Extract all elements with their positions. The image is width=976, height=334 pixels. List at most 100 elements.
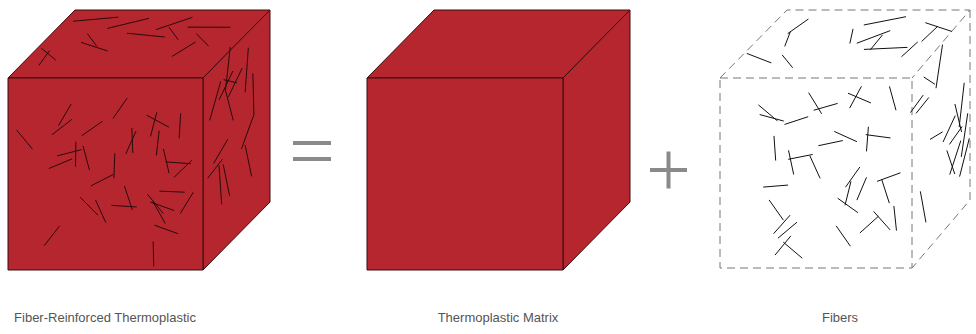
fiber	[224, 80, 238, 83]
fiber	[245, 48, 248, 92]
fiber	[159, 191, 184, 192]
fiber	[219, 165, 222, 204]
fiber	[219, 71, 233, 100]
fiber	[901, 42, 917, 57]
fiber	[226, 92, 233, 121]
fiber	[153, 241, 155, 266]
fiber	[75, 142, 76, 167]
fiber	[147, 194, 163, 213]
fiber	[809, 93, 822, 114]
fiber	[208, 159, 223, 178]
caption-label: Fibers	[822, 310, 858, 326]
caption-label: Thermoplastic Matrix	[438, 310, 559, 326]
fiber	[877, 173, 900, 182]
fiber	[150, 202, 174, 211]
fiber	[784, 117, 808, 125]
fiber	[874, 211, 891, 229]
fiber	[210, 81, 221, 120]
fiber-strokes	[747, 17, 970, 258]
fiber	[39, 51, 50, 66]
fiber	[783, 242, 802, 258]
fiber	[253, 73, 254, 114]
fiber	[156, 131, 159, 156]
fiber	[126, 131, 136, 154]
fiber	[91, 174, 114, 185]
fiber	[910, 95, 923, 112]
fiber	[850, 86, 862, 108]
fiber	[83, 146, 89, 170]
fiber	[760, 115, 784, 122]
fiber	[775, 236, 791, 255]
fiber	[179, 113, 181, 138]
fiber	[943, 116, 955, 142]
fiber	[864, 17, 906, 25]
fiber	[930, 132, 943, 140]
fiber	[916, 97, 929, 113]
fiber	[870, 35, 882, 50]
fiber	[763, 185, 788, 187]
fiber	[131, 128, 133, 153]
fiber	[860, 216, 878, 233]
fiber	[150, 112, 156, 136]
fiber	[838, 198, 858, 212]
fiber	[960, 138, 970, 176]
fiber	[889, 86, 896, 110]
fiber	[95, 200, 105, 223]
equals-sign	[293, 141, 331, 161]
fiber	[747, 53, 772, 62]
fiber	[223, 164, 229, 195]
fiber	[788, 154, 812, 159]
fiber	[156, 17, 193, 29]
fiber	[44, 226, 59, 246]
fiber	[172, 42, 196, 57]
fiber	[785, 32, 791, 47]
fiber	[789, 150, 794, 174]
matrix-cube	[367, 10, 630, 270]
fiber	[950, 141, 961, 175]
fiber-strokes	[16, 17, 254, 266]
fiber	[920, 191, 926, 222]
fiber	[124, 186, 132, 210]
fiber	[82, 121, 103, 135]
fiber	[73, 17, 118, 21]
fiber	[59, 104, 72, 126]
plus-sign	[650, 152, 687, 189]
fiber	[196, 34, 208, 46]
fiber	[188, 27, 231, 28]
fiber	[169, 27, 178, 40]
fiber	[961, 113, 967, 157]
fiber	[57, 150, 82, 156]
fibers-cube	[720, 10, 970, 268]
fiber	[214, 139, 228, 163]
fiber	[922, 27, 938, 42]
fiber	[834, 131, 857, 141]
fiber	[111, 205, 136, 207]
fiber	[818, 141, 842, 146]
fiber	[882, 180, 890, 204]
fiber	[845, 181, 851, 205]
fiber	[180, 192, 193, 213]
fiber	[769, 200, 783, 220]
fiber	[850, 29, 853, 44]
fiber	[846, 167, 860, 187]
fiber	[81, 42, 108, 51]
fiber	[113, 98, 127, 119]
fiber	[774, 215, 790, 234]
fiber	[774, 136, 776, 161]
fiber	[241, 114, 254, 149]
fiber	[147, 115, 169, 127]
fiber	[778, 222, 797, 238]
fiber	[782, 55, 793, 68]
fiber	[16, 130, 32, 149]
caption-label: Fiber-Reinforced Thermoplastic	[14, 310, 196, 326]
fiber	[810, 156, 820, 179]
fiber	[857, 31, 890, 44]
fiber	[924, 77, 935, 84]
fiber	[49, 159, 72, 169]
fiber	[866, 127, 868, 152]
fiber	[245, 145, 252, 176]
fiber	[52, 119, 72, 134]
reinforced-cube	[8, 10, 270, 270]
fiber	[848, 93, 871, 103]
